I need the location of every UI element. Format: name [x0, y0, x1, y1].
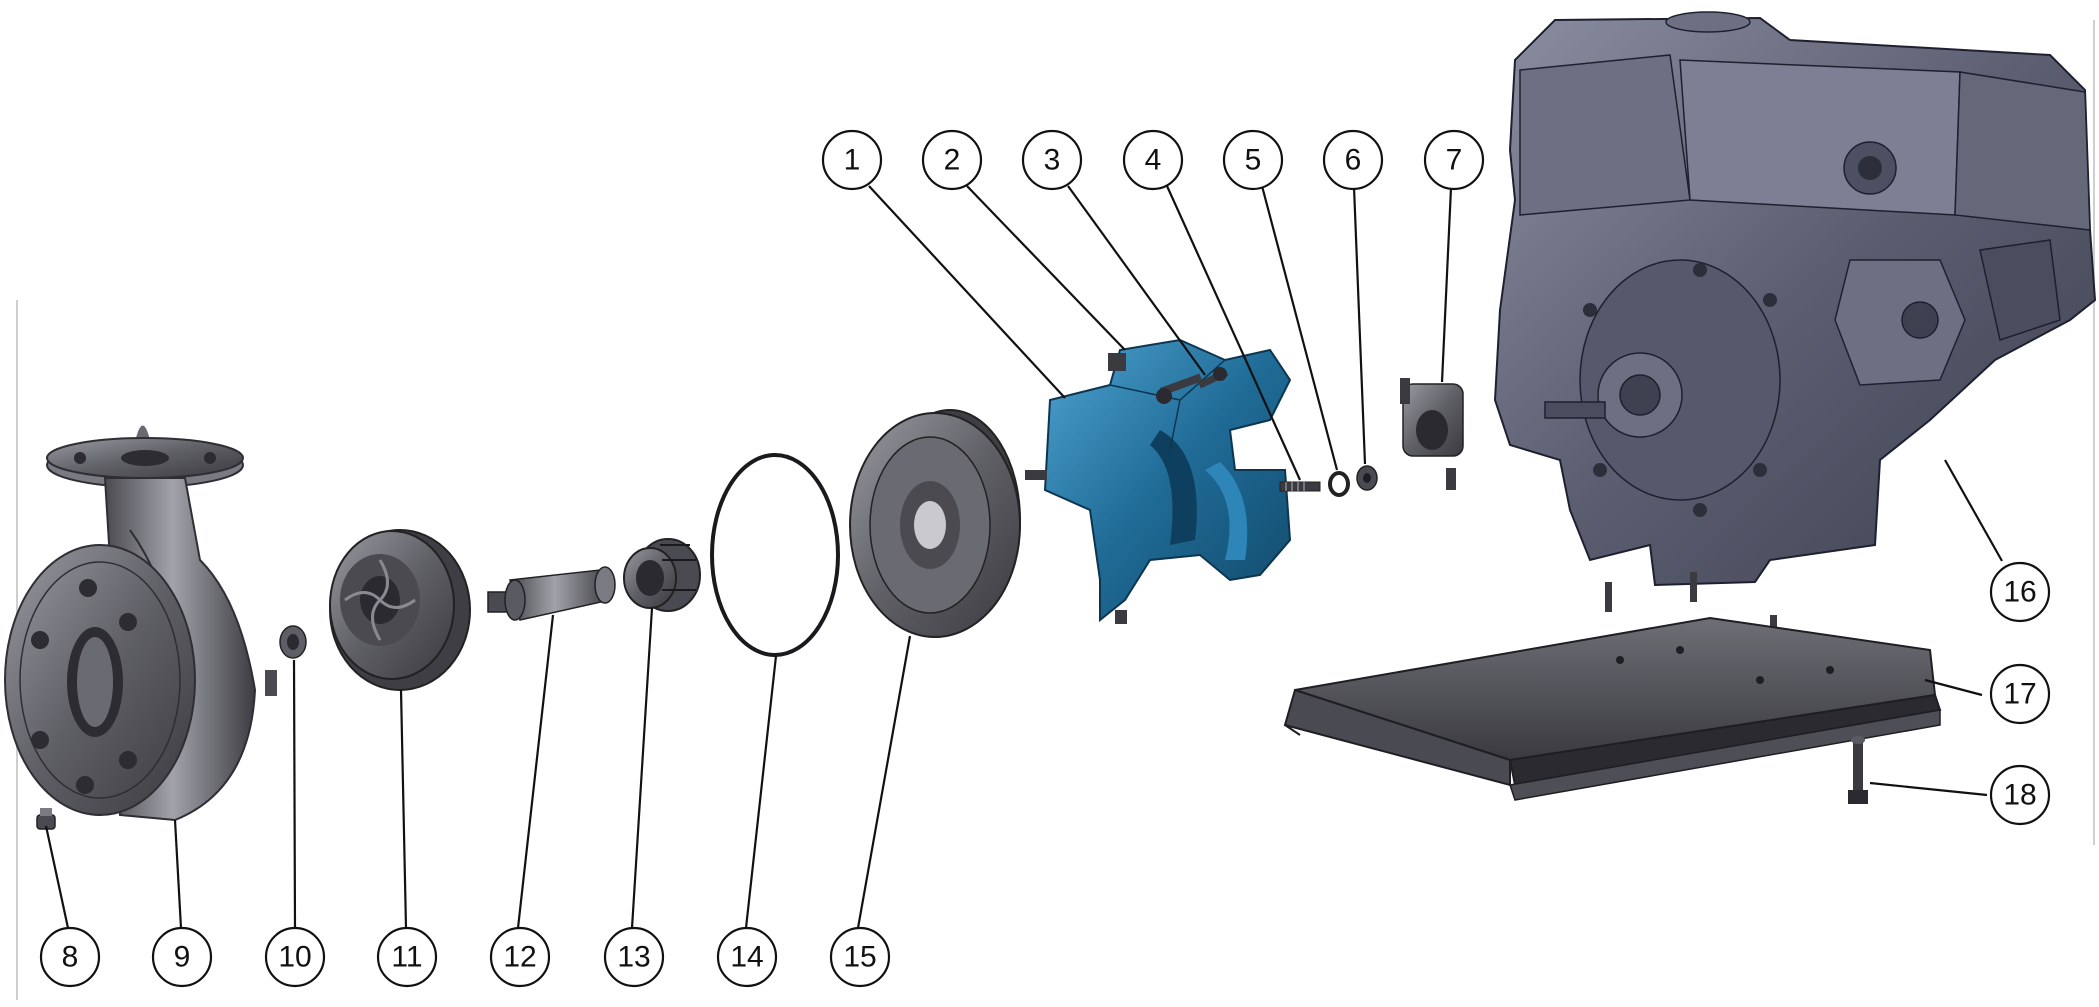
balloon-label-3: 3 — [1044, 144, 1061, 177]
balloon-16: 16 — [1989, 561, 2051, 623]
balloon-label-1: 1 — [844, 144, 861, 177]
leader-line-3 — [1067, 185, 1206, 376]
stud-icon — [1279, 481, 1321, 492]
nut-icon — [279, 625, 307, 659]
balloon-5: 5 — [1222, 129, 1284, 191]
leader-line-14 — [744, 655, 778, 929]
balloon-14: 14 — [716, 926, 778, 988]
balloon-label-9: 9 — [174, 941, 191, 974]
seal-plate-icon — [849, 409, 1021, 638]
nut-icon — [1356, 465, 1378, 491]
engine-icon — [1493, 11, 2097, 643]
balloon-9: 9 — [151, 926, 213, 988]
leader-line-8 — [44, 825, 70, 929]
balloon-label-13: 13 — [617, 941, 650, 974]
balloon-label-18: 18 — [2003, 779, 2036, 812]
balloon-3: 3 — [1021, 129, 1083, 191]
balloon-17: 17 — [1989, 663, 2051, 725]
bolt-icon — [1156, 373, 1203, 404]
balloon-1: 1 — [821, 129, 883, 191]
bolt-icon — [1197, 367, 1229, 389]
balloon-label-4: 4 — [1145, 144, 1162, 177]
balloon-13: 13 — [603, 926, 665, 988]
balloon-10: 10 — [264, 926, 326, 988]
leader-line-4 — [1165, 185, 1302, 481]
balloon-label-14: 14 — [730, 941, 763, 974]
pump-casing-icon — [4, 425, 277, 822]
balloon-label-11: 11 — [391, 941, 422, 974]
balloon-label-5: 5 — [1245, 144, 1262, 177]
balloon-6: 6 — [1322, 129, 1384, 191]
leader-line-1 — [868, 185, 1066, 399]
leader-lines — [44, 185, 2003, 929]
balloon-label-6: 6 — [1345, 144, 1362, 177]
balloon-8: 8 — [39, 926, 101, 988]
balloon-11: 11 — [376, 926, 438, 988]
balloon-7: 7 — [1423, 129, 1485, 191]
balloon-label-15: 15 — [843, 941, 876, 974]
leader-line-11 — [399, 689, 408, 929]
balloon-18: 18 — [1989, 764, 2051, 826]
leader-line-16 — [1944, 459, 2003, 562]
shaft-sleeve-icon — [487, 566, 616, 621]
balloon-label-10: 10 — [278, 941, 311, 974]
balloon-15: 15 — [829, 926, 891, 988]
balloon-label-12: 12 — [503, 941, 536, 974]
mechanical-seal-icon — [623, 538, 701, 612]
clamp-icon — [1400, 378, 1464, 490]
impeller-icon — [329, 529, 471, 691]
balloon-12: 12 — [489, 926, 551, 988]
balloon-2: 2 — [921, 129, 983, 191]
leader-line-18 — [1869, 781, 1988, 797]
plug-icon — [36, 808, 56, 830]
leader-line-5 — [1260, 185, 1339, 471]
balloon-label-7: 7 — [1446, 144, 1463, 177]
base-plate-icon — [1283, 616, 1942, 801]
balloon-4: 4 — [1122, 129, 1184, 191]
balloon-label-2: 2 — [944, 144, 961, 177]
balloon-label-16: 16 — [2003, 576, 2036, 609]
coupling-half-icon — [1025, 338, 1292, 624]
washer-icon — [1328, 471, 1350, 497]
leader-line-7 — [1440, 187, 1453, 383]
leader-line-6 — [1352, 186, 1367, 465]
leader-line-10 — [292, 659, 297, 929]
balloon-label-17: 17 — [2003, 678, 2036, 711]
screw-icon — [1848, 736, 1868, 804]
o-ring-icon — [710, 453, 840, 657]
leader-line-15 — [856, 635, 912, 929]
leader-line-2 — [966, 185, 1126, 351]
leader-line-12 — [516, 614, 555, 929]
balloon-label-8: 8 — [62, 941, 79, 974]
leader-line-17 — [1924, 678, 1983, 697]
leader-line-9 — [173, 819, 183, 929]
leader-line-13 — [630, 607, 654, 929]
